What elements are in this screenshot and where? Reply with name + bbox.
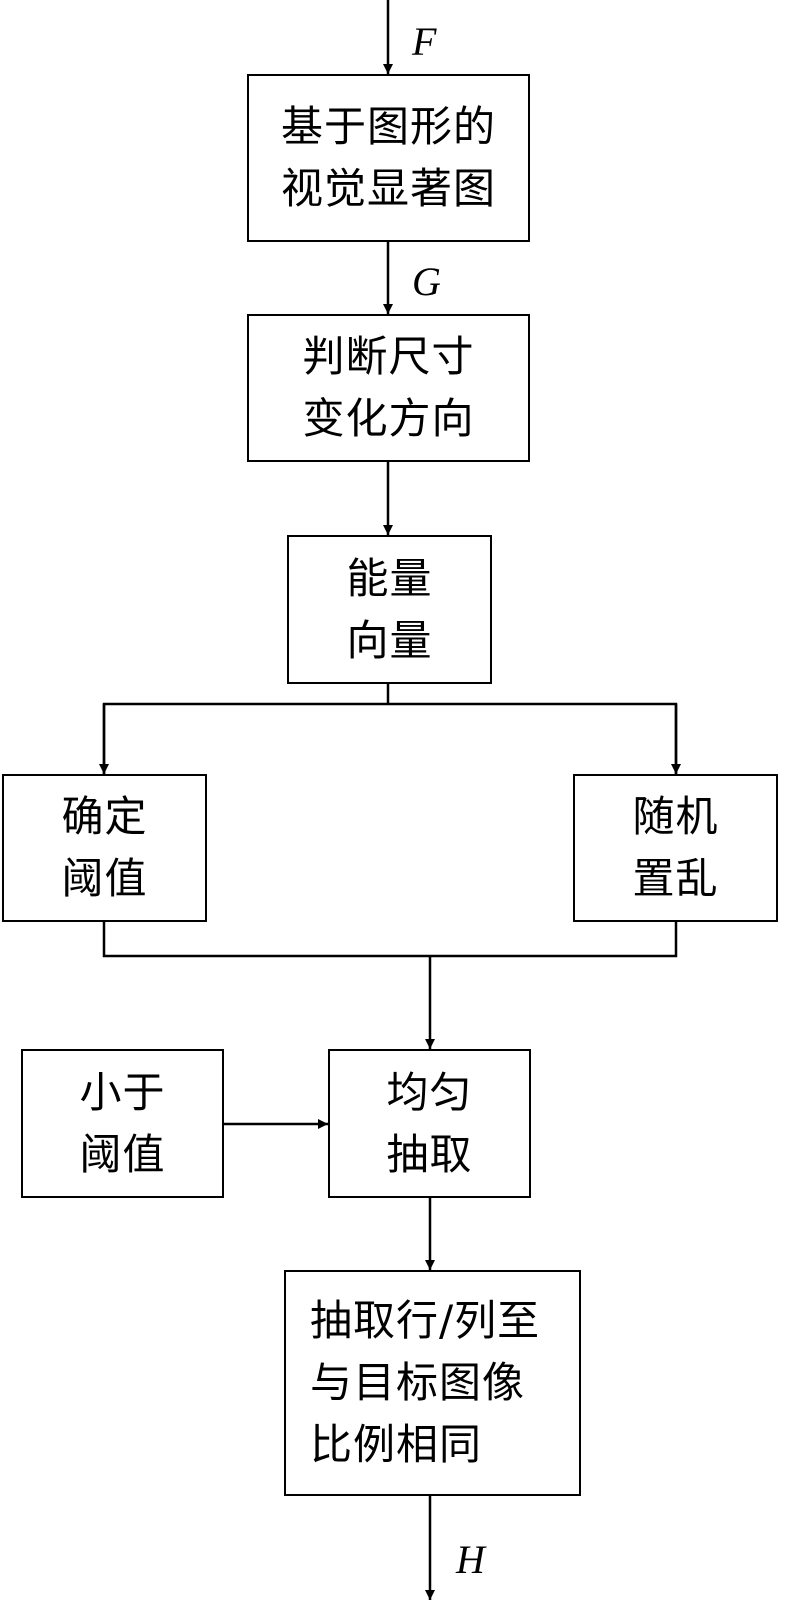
saliency-map-box: 基于图形的 视觉显著图 <box>247 74 530 242</box>
below-line-1: 小于 <box>79 1067 166 1117</box>
uniform-line-2: 抽取 <box>386 1129 473 1179</box>
g-label: G <box>412 259 441 304</box>
saliency-line-2: 视觉显著图 <box>280 164 496 213</box>
direction-line-2: 变化方向 <box>302 394 475 443</box>
uniform-line-1: 均匀 <box>386 1067 473 1117</box>
input-label-f: F <box>412 19 437 64</box>
output-label-h: H <box>456 1537 485 1582</box>
below-threshold-box: 小于 阈值 <box>21 1049 224 1198</box>
saliency-line-1: 基于图形的 <box>280 102 496 151</box>
split-connector <box>102 702 678 774</box>
uniform-extract-box: 均匀 抽取 <box>328 1049 531 1198</box>
extract-line-2: 与目标图像 <box>310 1358 526 1407</box>
threshold-line-1: 确定 <box>61 792 148 841</box>
energy-vector-box: 能量 向量 <box>287 535 492 684</box>
random-line-1: 随机 <box>632 792 719 841</box>
energy-line-1: 能量 <box>346 553 433 603</box>
extract-line-3: 比例相同 <box>310 1420 483 1469</box>
energy-line-2: 向量 <box>346 615 433 665</box>
direction-box: 判断尺寸 变化方向 <box>247 314 530 462</box>
threshold-line-2: 阈值 <box>61 854 148 903</box>
threshold-box: 确定 阈值 <box>2 774 207 922</box>
random-line-2: 置乱 <box>632 854 719 903</box>
extract-rows-box: 抽取行/列至 与目标图像 比例相同 <box>284 1270 581 1496</box>
merge-connector <box>102 922 678 958</box>
below-line-2: 阈值 <box>79 1129 166 1179</box>
direction-line-1: 判断尺寸 <box>302 332 475 381</box>
extract-line-1: 抽取行/列至 <box>310 1296 541 1345</box>
random-shuffle-box: 随机 置乱 <box>573 774 778 922</box>
